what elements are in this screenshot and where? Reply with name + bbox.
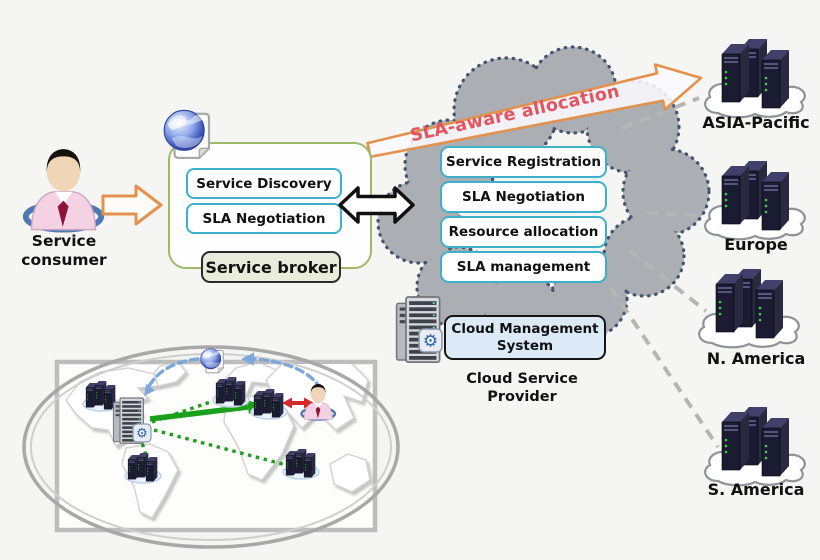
map-blue-arc — [144, 352, 323, 396]
map-continents — [65, 364, 371, 519]
cloud-resource-allocation-box: Resource allocation — [440, 216, 607, 248]
map-server-icon — [251, 389, 287, 419]
server-cluster-asia-pacific — [705, 39, 805, 117]
cloud-sla-management-box: SLA management — [440, 251, 607, 283]
server-cluster-n-america — [699, 269, 799, 347]
broker-sla-negotiation-box: SLA Negotiation — [186, 203, 342, 234]
region-label-asia-pacific: ASIA-Pacific — [702, 113, 810, 132]
map-gear-icon — [132, 423, 152, 443]
consumer-label-line2: consumer — [21, 251, 107, 269]
management-line1: Cloud Management — [451, 320, 599, 337]
map-server-icon — [125, 453, 161, 483]
sla-allocation-arrow — [366, 63, 703, 159]
gear-icon — [418, 328, 443, 353]
cloud-service-registration-box: Service Registration — [440, 146, 607, 178]
service-broker-tag: Service broker — [201, 251, 341, 283]
management-line2: System — [496, 337, 554, 354]
map-server-icon — [283, 449, 319, 479]
map-ellipse-ring — [22, 345, 400, 549]
region-label-europe: Europe — [724, 235, 788, 254]
consumer-to-broker-arrow — [101, 184, 163, 226]
cloud-sla-negotiation-box: SLA Negotiation — [440, 181, 607, 213]
cloud-management-system-box: Cloud Management System — [444, 315, 606, 360]
world-map-panel — [22, 345, 400, 549]
region-links — [609, 96, 720, 449]
provider-line1: Cloud Service — [466, 371, 578, 387]
broker-service-discovery-box: Service Discovery — [186, 168, 342, 199]
map-red-arrow — [282, 397, 314, 409]
consumer-label-line1: Service — [31, 232, 97, 250]
server-cluster-europe — [705, 161, 805, 239]
consumer-label: Service consumer — [5, 232, 123, 270]
cloud-service-provider-label: Cloud Service Provider — [452, 370, 592, 406]
map-server-icon — [213, 377, 249, 407]
region-label-s-america: S. America — [707, 480, 805, 499]
server-cluster-s-america — [705, 407, 805, 485]
person-icon — [26, 149, 101, 229]
provider-line2: Provider — [487, 389, 557, 405]
region-label-n-america: N. America — [706, 349, 806, 368]
